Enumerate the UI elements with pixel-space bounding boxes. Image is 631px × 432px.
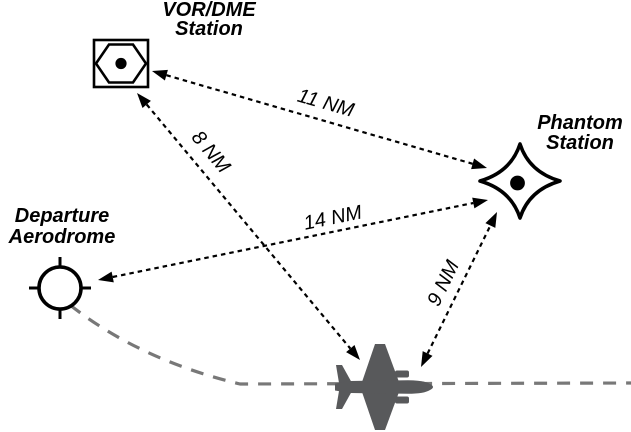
airplane-tailplane-top <box>336 365 352 383</box>
aerodrome-ticks <box>29 257 91 319</box>
aerodrome-circle <box>37 265 83 311</box>
aerodrome-label-line1: Departure <box>15 205 109 227</box>
phantom-center-dot <box>510 175 525 191</box>
airplane-engine-bottom <box>395 396 409 404</box>
airplane-engine-top <box>395 370 409 378</box>
distance-line-14nm-shaft <box>112 201 474 279</box>
arrowhead-14nm-phantom-end <box>472 197 488 209</box>
airplane-wing-top <box>362 344 399 382</box>
distance-label-9nm: 9 NM <box>423 257 464 310</box>
phantom-label-line1: Phantom <box>537 112 623 134</box>
vor-dme-label-line2: Station <box>175 18 243 40</box>
airplane-wing-bottom <box>362 392 399 430</box>
distance-line-9nm: 9 NM <box>421 212 497 367</box>
departure-aerodrome: Departure Aerodrome <box>8 205 116 319</box>
vor-dme-station: VOR/DME Station <box>92 0 256 89</box>
arrowhead-9nm-aircraft-end <box>421 351 433 367</box>
airplane-fuselage <box>335 380 433 394</box>
arrowhead-8nm-vor-end <box>137 93 151 108</box>
vor-dme-label-line1: VOR/DME <box>162 0 256 21</box>
distance-line-9nm-shaft <box>426 225 492 354</box>
distance-label-8nm: 8 NM <box>187 127 235 178</box>
arrowhead-8nm-aircraft-end <box>346 345 360 360</box>
distance-label-14nm: 14 NM <box>302 201 364 234</box>
arrowhead-9nm-phantom-end <box>485 212 497 228</box>
distance-line-8nm-shaft <box>145 103 352 350</box>
distance-label-11nm: 11 NM <box>295 85 357 122</box>
airplane-icon <box>335 344 433 430</box>
aerodrome-label-line2: Aerodrome <box>8 226 116 248</box>
phantom-label-line2: Station <box>546 132 614 154</box>
arrowhead-11nm-phantom-end <box>471 158 487 170</box>
arrowhead-11nm-vor-end <box>152 69 168 81</box>
phantom-station: Phantom Station <box>478 112 623 220</box>
vor-dme-center-dot <box>115 57 127 70</box>
flight-path <box>69 303 631 386</box>
arrowhead-14nm-aerodrome-end <box>98 271 114 283</box>
distance-line-11nm-shaft <box>166 74 473 165</box>
distance-line-14nm: 14 NM <box>98 197 488 283</box>
airplane-tailplane-bottom <box>336 391 352 409</box>
